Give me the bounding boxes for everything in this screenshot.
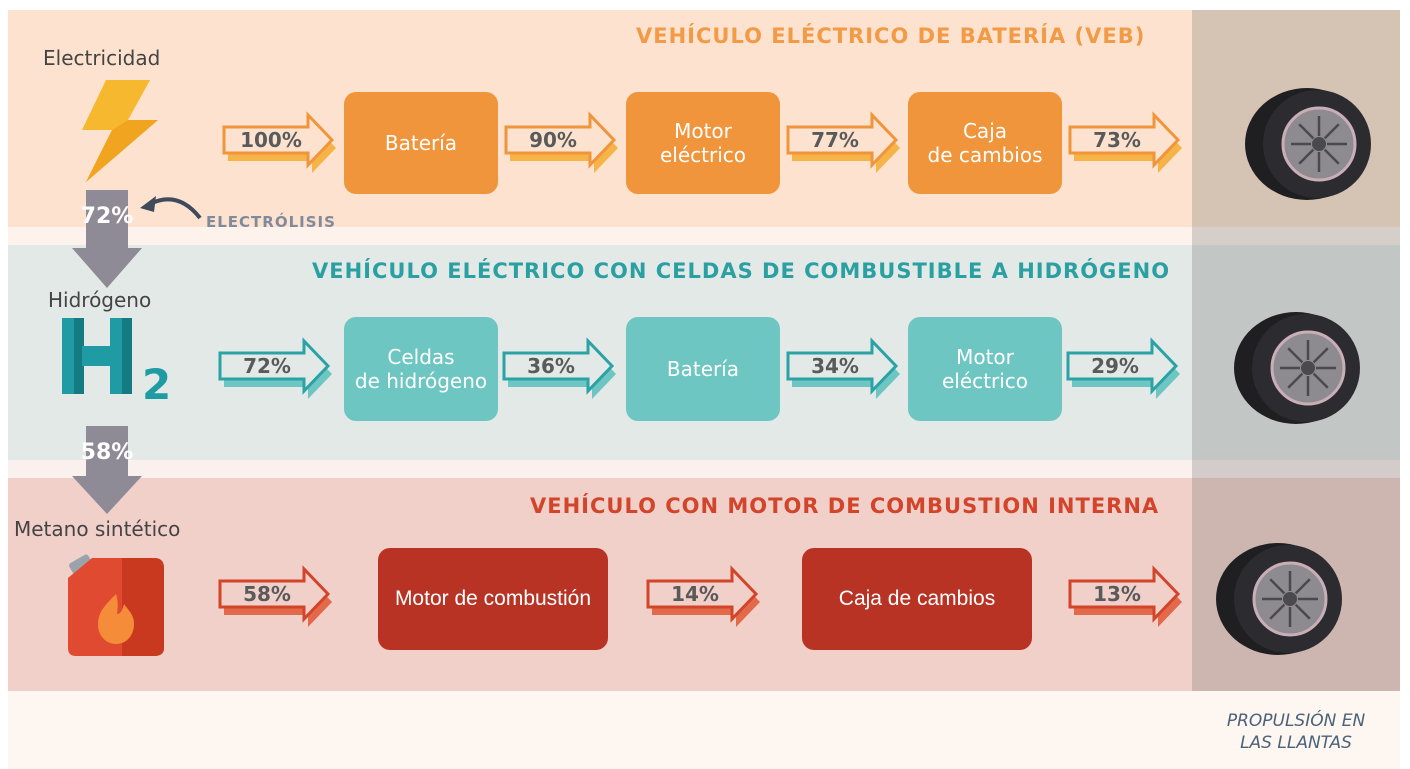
- h2-arrow-1: 72%: [218, 337, 336, 399]
- h2-arrow-value: 34%: [811, 354, 859, 378]
- fuel-canister-icon: [68, 554, 164, 656]
- ice-stage-2: Caja de cambios: [802, 548, 1032, 650]
- h2-stage-2: Batería: [626, 317, 780, 421]
- ice-arrow-value: 14%: [671, 582, 719, 606]
- veb-stage-3: Caja de cambios: [908, 92, 1062, 194]
- footer-band: [8, 691, 1400, 769]
- veb-arrow-value: 90%: [529, 128, 577, 152]
- ice-source-label: Metano sintético: [14, 517, 181, 541]
- h2-arrow-value: 72%: [243, 354, 291, 378]
- veb-arrow-value: 77%: [811, 128, 859, 152]
- ice-arrow-value: 58%: [243, 582, 291, 606]
- electrolysis-arrow-icon: [140, 196, 202, 220]
- h2-stage-3: Motor eléctrico: [908, 317, 1062, 421]
- wheel-icon: [1245, 88, 1371, 200]
- down-arrow-value: 58%: [80, 440, 134, 465]
- veb-stage-1: Batería: [344, 92, 498, 194]
- band-separator: [8, 460, 1400, 478]
- veb-arrow-value: 73%: [1093, 128, 1141, 152]
- veb-title: VEHÍCULO ELÉCTRICO DE BATERÍA (VEB): [636, 24, 1146, 48]
- h2-arrow-value: 36%: [527, 354, 575, 378]
- h2-title: VEHÍCULO ELÉCTRICO CON CELDAS DE COMBUST…: [312, 259, 1171, 283]
- veb-arrow-4: 73%: [1068, 111, 1186, 173]
- ice-stage-1: Motor de combustión: [378, 548, 608, 650]
- h2-arrow-value: 29%: [1091, 354, 1139, 378]
- electrolysis-label: ELECTRÓLISIS: [206, 213, 336, 231]
- wheel-icon: [1216, 543, 1342, 655]
- veb-stage-2: Motor eléctrico: [626, 92, 780, 194]
- veb-source-label: Electricidad: [43, 46, 161, 70]
- veb-arrow-2: 90%: [504, 111, 622, 173]
- ice-title: VEHÍCULO CON MOTOR DE COMBUSTION INTERNA: [530, 494, 1160, 518]
- lightning-bolt-icon: [82, 80, 158, 182]
- band-separator: [8, 227, 1400, 245]
- veb-arrow-3: 77%: [786, 111, 904, 173]
- footer-label: PROPULSIÓN EN LAS LLANTAS: [1226, 711, 1366, 753]
- ice-arrow-3: 13%: [1068, 565, 1186, 627]
- h2-subscript: 2: [142, 360, 172, 409]
- h2-arrow-4: 29%: [1066, 337, 1184, 399]
- h2-source-label: Hidrógeno: [48, 288, 152, 312]
- wheel-icon: [1234, 312, 1360, 424]
- ice-arrow-1: 58%: [218, 565, 336, 627]
- h2-molecule-icon: 2: [62, 318, 182, 414]
- veb-arrow-1: 100%: [222, 111, 340, 173]
- h2-arrow-2: 36%: [502, 337, 620, 399]
- h2-arrow-3: 34%: [786, 337, 904, 399]
- ice-arrow-2: 14%: [646, 565, 764, 627]
- h2-stage-1: Celdas de hidrógeno: [344, 317, 498, 421]
- ice-arrow-value: 13%: [1093, 582, 1141, 606]
- veb-arrow-value: 100%: [240, 128, 302, 152]
- down-arrow-value: 72%: [80, 204, 134, 229]
